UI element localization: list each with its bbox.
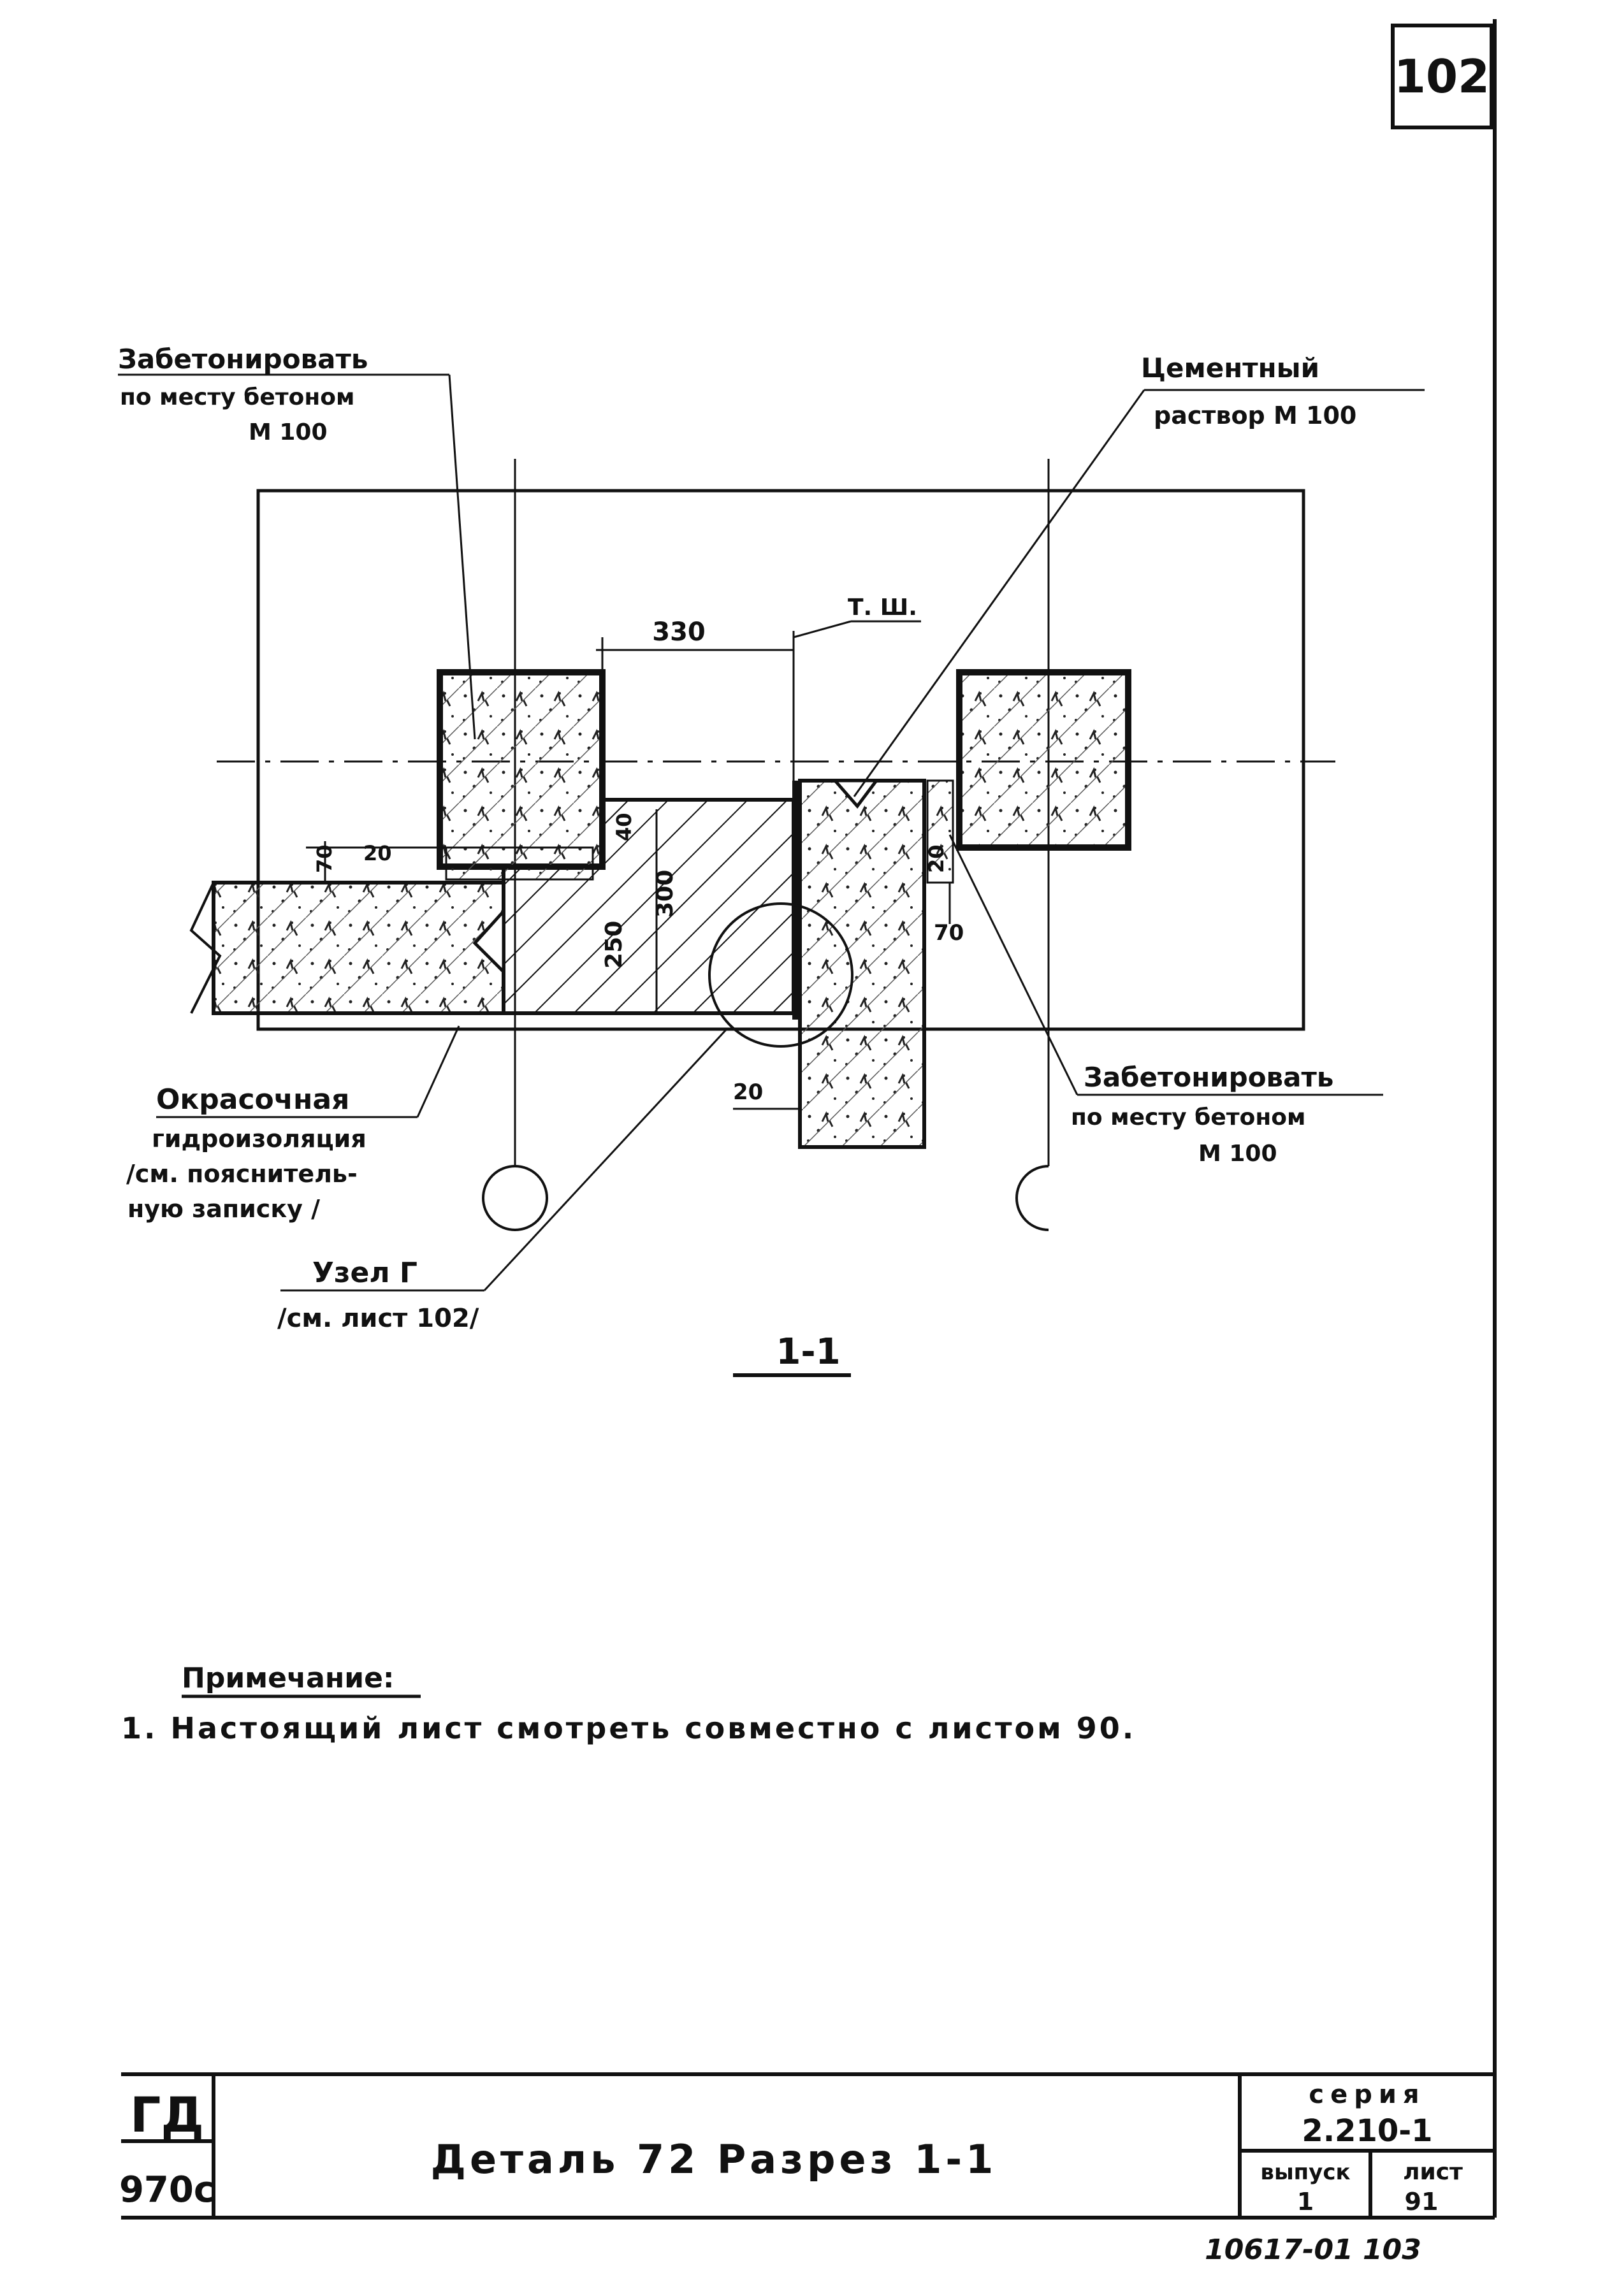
left-slab-break bbox=[189, 882, 222, 1014]
callout-fill-right-line2: по месту бетоном bbox=[1071, 1104, 1305, 1130]
section-outline bbox=[256, 489, 1305, 1031]
left-key-notch bbox=[472, 907, 505, 976]
t-sh-label: Т. Ш. bbox=[848, 595, 917, 621]
code-bottom: 970с bbox=[119, 2169, 215, 2211]
callout-fill-right-line1: Забетонировать bbox=[1084, 1062, 1333, 1093]
dim-70-right: 70 bbox=[934, 920, 964, 946]
callout-fill-right-line3: М 100 bbox=[1198, 1141, 1277, 1167]
dim-250: 250 bbox=[601, 921, 627, 969]
page-number: 102 bbox=[1394, 50, 1490, 103]
series-label: серия bbox=[1309, 2080, 1425, 2109]
callout-paint-line2: гидроизоляция bbox=[152, 1125, 367, 1153]
leader-lines bbox=[118, 373, 1425, 1292]
right-wall bbox=[798, 779, 926, 1149]
callout-cement-line2: раствор М 100 bbox=[1154, 401, 1356, 430]
sheet-frame bbox=[121, 19, 1497, 2220]
right-concrete-block bbox=[956, 669, 1131, 851]
callout-fill-left-line3: М 100 bbox=[249, 419, 328, 445]
sheet-value: 91 bbox=[1405, 2188, 1439, 2216]
dim-70-left: 70 bbox=[312, 844, 337, 873]
note-heading: Примечание: bbox=[182, 1662, 395, 1694]
bottom-handwritten-note: 10617-01 103 bbox=[1205, 2234, 1421, 2266]
sheet-label: лист bbox=[1403, 2159, 1463, 2185]
axis-marker-left bbox=[482, 1165, 548, 1231]
callout-paint-line4: ную записку / bbox=[127, 1195, 320, 1223]
node-g-circle bbox=[708, 902, 853, 1048]
issue-value: 1 bbox=[1297, 2188, 1314, 2216]
dim-20-top: 20 bbox=[363, 841, 392, 865]
note-text: 1. Настоящий лист смотреть совместно с л… bbox=[121, 1711, 1136, 1745]
dim-330: 330 bbox=[652, 617, 706, 647]
dimension-lines bbox=[306, 620, 951, 1110]
drawing-title: Деталь 72 Разрез 1-1 bbox=[431, 2136, 997, 2183]
right-fill-strip bbox=[926, 779, 954, 884]
callout-node-line1: Узел Г bbox=[312, 1257, 417, 1289]
title-block bbox=[121, 2072, 1495, 2218]
code-top: ГД bbox=[130, 2086, 204, 2143]
callout-paint-line1: Окрасочная bbox=[156, 1083, 349, 1116]
dim-40: 40 bbox=[612, 812, 636, 841]
dim-20-bottom: 20 bbox=[733, 1079, 763, 1105]
axis-marker-right bbox=[1015, 1165, 1049, 1231]
left-concrete-block bbox=[437, 669, 606, 870]
callout-paint-line3: /см. пояснитель- bbox=[126, 1160, 358, 1188]
dim-300: 300 bbox=[652, 870, 678, 918]
waterproofing-strip bbox=[792, 781, 801, 1020]
issue-label: выпуск bbox=[1260, 2160, 1350, 2185]
callout-node-line2: /см. лист 102/ bbox=[277, 1304, 479, 1333]
series-value: 2.210-1 bbox=[1302, 2113, 1432, 2149]
callout-cement-line1: Цементный bbox=[1141, 352, 1319, 384]
dim-20-right: 20 bbox=[924, 844, 948, 873]
callout-fill-left-line1: Забетонировать bbox=[118, 343, 368, 375]
left-slab bbox=[212, 881, 505, 1015]
section-label: 1-1 bbox=[776, 1331, 840, 1373]
callout-fill-left-line2: по месту бетоном bbox=[120, 384, 354, 410]
